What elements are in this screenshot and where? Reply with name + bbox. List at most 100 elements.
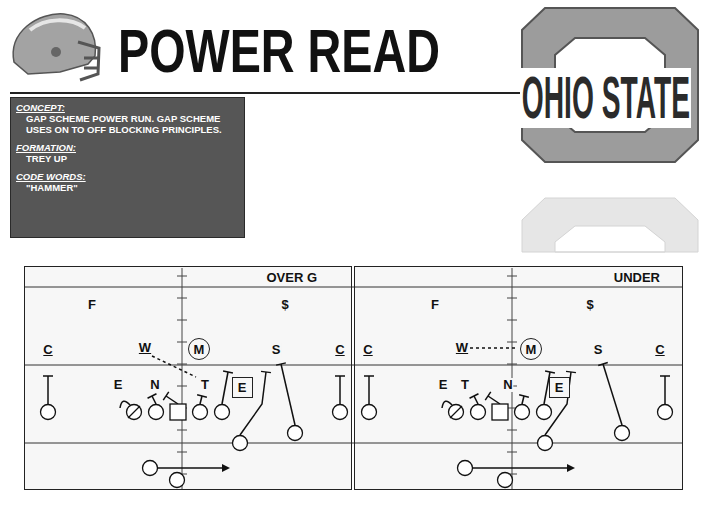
hash-tick <box>177 276 187 277</box>
panel-title: UNDER <box>614 270 660 285</box>
offense-player <box>193 405 208 420</box>
offense-player <box>149 405 164 420</box>
block-bar <box>223 371 233 373</box>
read-line <box>152 356 196 377</box>
block-line <box>47 376 49 404</box>
block-line <box>545 372 571 435</box>
center-square <box>492 404 508 420</box>
helmet-highlight <box>30 20 85 30</box>
hash-tick <box>177 430 187 431</box>
defender-label: N <box>149 378 160 392</box>
logo-wordmark: OHIO STATE <box>521 68 691 128</box>
hash-tick <box>177 320 187 321</box>
section-heading: CONCEPT: <box>16 102 239 113</box>
defender-label: F <box>430 298 440 312</box>
defender-label: T <box>200 378 210 392</box>
block-line <box>603 364 622 425</box>
block-bar <box>598 363 608 366</box>
block-line <box>200 396 202 404</box>
defender-label: N <box>502 378 513 392</box>
block-bar <box>197 395 207 397</box>
slash-mark <box>450 406 462 418</box>
defender-label: E <box>113 378 124 392</box>
node-text: M <box>526 342 537 357</box>
block-bar <box>364 375 374 377</box>
node-text: E <box>238 380 247 395</box>
block-line <box>339 376 341 404</box>
offense-player <box>215 405 230 420</box>
slash-mark <box>128 406 140 418</box>
hash-tick <box>177 452 187 453</box>
play-panel: OVER GME <box>24 266 352 490</box>
block-line <box>368 376 370 404</box>
defender-label: $ <box>280 298 289 312</box>
block-bar <box>43 375 53 377</box>
block-bar <box>470 394 479 398</box>
defender-label: S <box>593 343 604 357</box>
defender-label: $ <box>585 298 594 312</box>
helmet-icon <box>13 14 99 80</box>
defender-label: W <box>455 341 469 355</box>
block-bar <box>335 375 345 377</box>
key-defender-circle: M <box>188 338 210 360</box>
offense-player <box>658 405 673 420</box>
offense-player <box>537 405 552 420</box>
read-defender-box: E <box>549 377 570 398</box>
hash-tick <box>507 452 517 453</box>
block-line <box>222 372 228 404</box>
section-body: GAP SCHEME POWER RUN. GAP SCHEME USES ON… <box>16 113 239 135</box>
motion-arrowhead <box>222 464 230 472</box>
offense-player <box>170 473 185 488</box>
hash-tick <box>507 364 517 365</box>
defender-label: C <box>334 343 345 357</box>
defender-label: S <box>271 343 282 357</box>
hash-tick <box>507 342 517 343</box>
hash-tick <box>507 276 517 277</box>
title-text: POWER READ <box>118 20 440 82</box>
hash-tick <box>507 320 517 321</box>
block-line <box>166 396 178 404</box>
defender-label: C <box>362 343 373 357</box>
read-line <box>470 347 517 349</box>
header-rule <box>10 92 520 94</box>
motion-line <box>158 467 224 468</box>
defender-label: T <box>460 378 470 392</box>
play-panel: UNDER M E <box>354 266 683 490</box>
defender-label: F <box>87 298 97 312</box>
field-panel <box>24 266 352 490</box>
hash-tick <box>177 386 187 387</box>
block-bar <box>276 363 286 365</box>
node-text: M <box>194 342 205 357</box>
block-bar <box>261 371 271 372</box>
defender-label: E <box>438 378 449 392</box>
block-line <box>488 396 500 404</box>
block-bar <box>148 394 157 398</box>
concept-box: CONCEPT:GAP SCHEME POWER RUN. GAP SCHEME… <box>10 97 245 238</box>
block-line <box>474 396 478 404</box>
node-text: E <box>555 380 564 395</box>
offense-player <box>449 405 464 420</box>
section-heading: CODE WORDS: <box>16 171 239 182</box>
block-line <box>522 396 524 404</box>
defender-label: C <box>654 343 665 357</box>
offense-player <box>127 405 142 420</box>
block-bar <box>519 395 529 397</box>
hash-tick <box>507 298 517 299</box>
block-bar <box>545 371 555 373</box>
hash-line <box>182 268 183 489</box>
logo-reflection <box>522 198 698 252</box>
block-bar <box>660 375 670 377</box>
offense-player <box>288 426 303 441</box>
defender-label: C <box>42 343 53 357</box>
offense-player <box>233 436 248 451</box>
offense-player <box>333 405 348 420</box>
block-line <box>281 364 295 425</box>
center-square <box>170 404 186 420</box>
read-defender-box: E <box>232 377 253 398</box>
block-bar <box>566 371 576 372</box>
offense-player <box>362 405 377 420</box>
offense-player <box>538 436 553 451</box>
motion-arrowhead <box>567 464 575 472</box>
field-panel <box>354 266 683 490</box>
